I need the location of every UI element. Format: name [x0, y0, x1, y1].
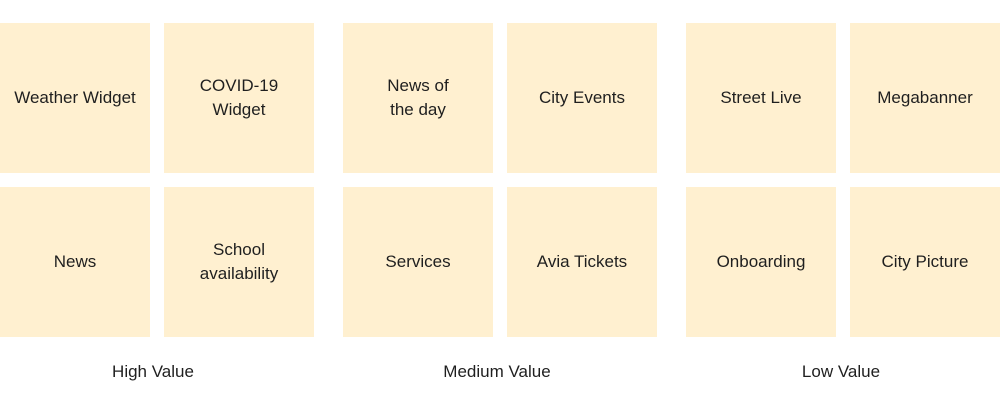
sticky-note: School availability: [164, 187, 314, 337]
sticky-note: News of the day: [343, 23, 493, 173]
sticky-note: News: [0, 187, 150, 337]
sticky-note: Megabanner: [850, 23, 1000, 173]
group-label-high-value: High Value: [112, 362, 194, 381]
sticky-note: Avia Tickets: [507, 187, 657, 337]
group-label-medium-value: Medium Value: [443, 362, 551, 381]
sticky-note: COVID-19 Widget: [164, 23, 314, 173]
group-label-low-value: Low Value: [801, 362, 881, 381]
sticky-note: Services: [343, 187, 493, 337]
sticky-note: Onboarding: [686, 187, 836, 337]
sticky-note: City Picture: [850, 187, 1000, 337]
sticky-note: Street Live: [686, 23, 836, 173]
sticky-note: City Events: [507, 23, 657, 173]
sticky-note: Weather Widget: [0, 23, 150, 173]
